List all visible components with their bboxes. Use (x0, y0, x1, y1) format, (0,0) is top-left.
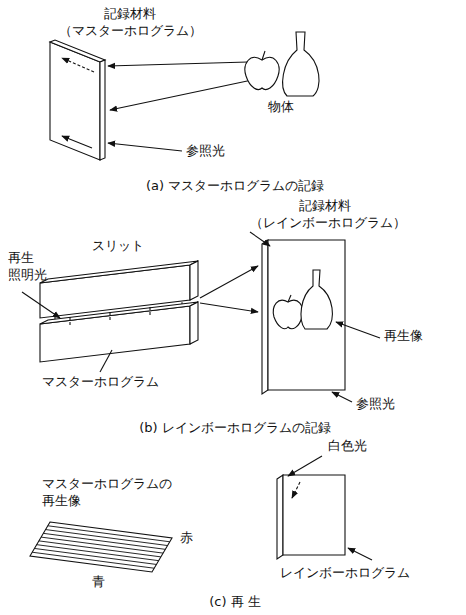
image-light-arrow (200, 266, 258, 298)
slit-figure (40, 261, 198, 362)
rainbow-plate (262, 240, 345, 394)
reference-light-arrow (108, 143, 182, 151)
stripe-line (37, 545, 159, 561)
light-arrow (292, 482, 300, 498)
plate-edge (262, 240, 268, 394)
label-text: 白色光 (328, 438, 367, 455)
plate-edge (50, 40, 105, 62)
vase-shape (283, 32, 319, 96)
image-stem (288, 295, 291, 302)
slit-plate-edge (190, 261, 198, 300)
slit-plate-edge (190, 302, 198, 344)
plate-face (50, 42, 100, 160)
label-text: 記録材料 （レインボーホログラム） (250, 198, 400, 232)
image-apple (273, 300, 302, 328)
stripe-line (32, 552, 154, 568)
label-text: 再生像 (384, 328, 423, 345)
object-figure (245, 32, 319, 96)
apple-stem (262, 51, 265, 60)
stripe-outline (30, 522, 172, 572)
plate-edge (277, 475, 283, 559)
label-text: レインボーホログラム (280, 565, 410, 582)
stripe-line (41, 537, 163, 553)
hidden-edge (70, 307, 150, 327)
white-light-arrow (348, 548, 372, 560)
spectrum-stripes (30, 522, 172, 572)
stripe-line (34, 548, 156, 564)
stripe-line (43, 533, 165, 549)
reference-light-arrow (250, 232, 270, 246)
plate-face (268, 240, 345, 390)
master-plate (50, 40, 105, 160)
label-text: 再生 照明光 (8, 250, 60, 284)
image-light-arrow (200, 303, 258, 312)
object-light-arrow (108, 62, 248, 66)
label-text: マスターホログラムの 再生像 (42, 476, 182, 510)
leader-line (100, 350, 112, 372)
label-text: 参照光 (186, 143, 225, 160)
slit-plate-edge (40, 302, 198, 324)
image-vase (301, 270, 332, 329)
stripe-line (39, 541, 161, 557)
label-text: 記録材料 （マスターホログラム） (55, 6, 205, 40)
white-light-arrow (288, 456, 322, 476)
light-arrow (62, 136, 92, 148)
label-text: スリット (92, 238, 144, 255)
light-arrow (62, 58, 94, 72)
plate-edge (100, 60, 105, 160)
figure-caption: (b) レインボーホログラムの記録 (2, 420, 466, 437)
label-text: 青 (92, 574, 105, 591)
label-text: 物体 (268, 99, 294, 116)
stripe-line (46, 530, 168, 546)
illumination-arrow (22, 292, 60, 318)
stripe-line (48, 526, 170, 542)
plate-face (283, 475, 345, 555)
object-light-arrow (110, 80, 252, 110)
label-text: マスターホログラム (42, 374, 159, 391)
slit-plate-edge (40, 261, 198, 283)
figure-caption: (a) マスターホログラムの記録 (2, 178, 466, 195)
reference-light-arrow (332, 392, 352, 402)
rainbow-plate (277, 475, 345, 559)
label-text: 参照光 (356, 396, 395, 413)
figure-caption: (c) 再 生 (2, 594, 466, 611)
apple-shape (245, 57, 279, 89)
leader-line (336, 322, 380, 338)
label-text: 赤 (180, 530, 193, 547)
